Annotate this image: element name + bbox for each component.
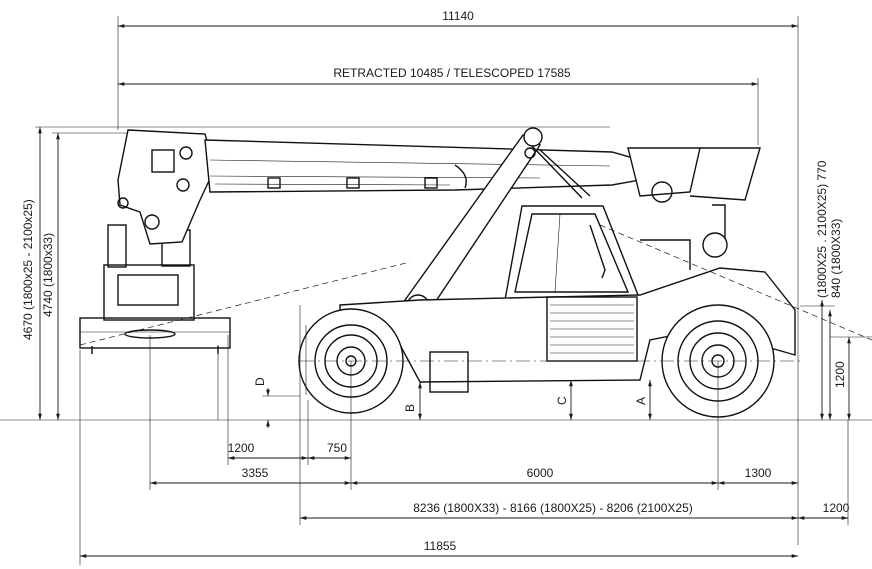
height-right-outer-label: (1800X25 . 2100X25) 770 (815, 160, 829, 298)
cabin (504, 205, 642, 301)
dim-750-label: 750 (327, 441, 347, 455)
engine-grille (550, 304, 634, 354)
spreader-assembly (79, 224, 231, 354)
dim-rear-1200: 1200 (798, 501, 850, 520)
overall-length-top-dimension: 11140 (117, 9, 799, 545)
dim-6000-label: 6000 (527, 466, 554, 480)
dim-rear-1200-label: 1200 (823, 501, 850, 515)
right-height-dimensions: (1800X25 . 2100X25) 770 840 (1800X33) 12… (800, 160, 872, 420)
dim-1200-label: 1200 (228, 441, 255, 455)
overall-top-label: 11140 (442, 9, 474, 23)
left-height-dimensions: 4670 (1800x25 - 2100x25) 4740 (1800x33) (21, 126, 610, 420)
dim-1300: 1300 (718, 466, 798, 485)
reference-lines (79, 224, 872, 565)
label-D: D (253, 377, 267, 386)
dim-6000: 6000 (351, 466, 718, 485)
label-C: C (555, 396, 569, 405)
boom (204, 139, 641, 193)
dim-1300-label: 1300 (745, 466, 772, 480)
overall-length-bottom-dimension: 11855 (80, 539, 798, 558)
label-B: B (403, 404, 417, 412)
boom-length-dimension: RETRACTED 10485 / TELESCOPED 17585 (118, 66, 759, 145)
dim-1200-front: 1200 (228, 441, 308, 460)
dim-3355-label: 3355 (242, 466, 269, 480)
label-A: A (634, 397, 648, 405)
dim-wheelbase: 8236 (1800X33) - 8166 (1800X25) - 8206 (… (300, 501, 798, 520)
clearance-C: C (555, 380, 573, 420)
boom-length-label: RETRACTED 10485 / TELESCOPED 17585 (333, 66, 571, 80)
boom-head (117, 129, 216, 245)
height-left-inner-label: 4740 (1800x33) (41, 233, 55, 317)
height-left-outer-label: 4670 (1800x25 - 2100x25) (21, 199, 35, 340)
dim-3355: 3355 (150, 466, 351, 485)
right-1200-label: 1200 (833, 361, 847, 388)
counterweight-and-engine (627, 147, 761, 258)
height-right-inner-label: 840 (1800X33) (829, 219, 843, 298)
clearance-A: A (634, 380, 652, 420)
clearance-B: B (403, 382, 422, 420)
overall-bottom-label: 11855 (424, 539, 457, 553)
dim-750: 750 (308, 441, 351, 460)
dim-wheelbase-label: 8236 (1800X33) - 8166 (1800X25) - 8206 (… (413, 501, 693, 515)
boom-brackets (267, 177, 438, 189)
clearance-D: D (253, 377, 300, 428)
